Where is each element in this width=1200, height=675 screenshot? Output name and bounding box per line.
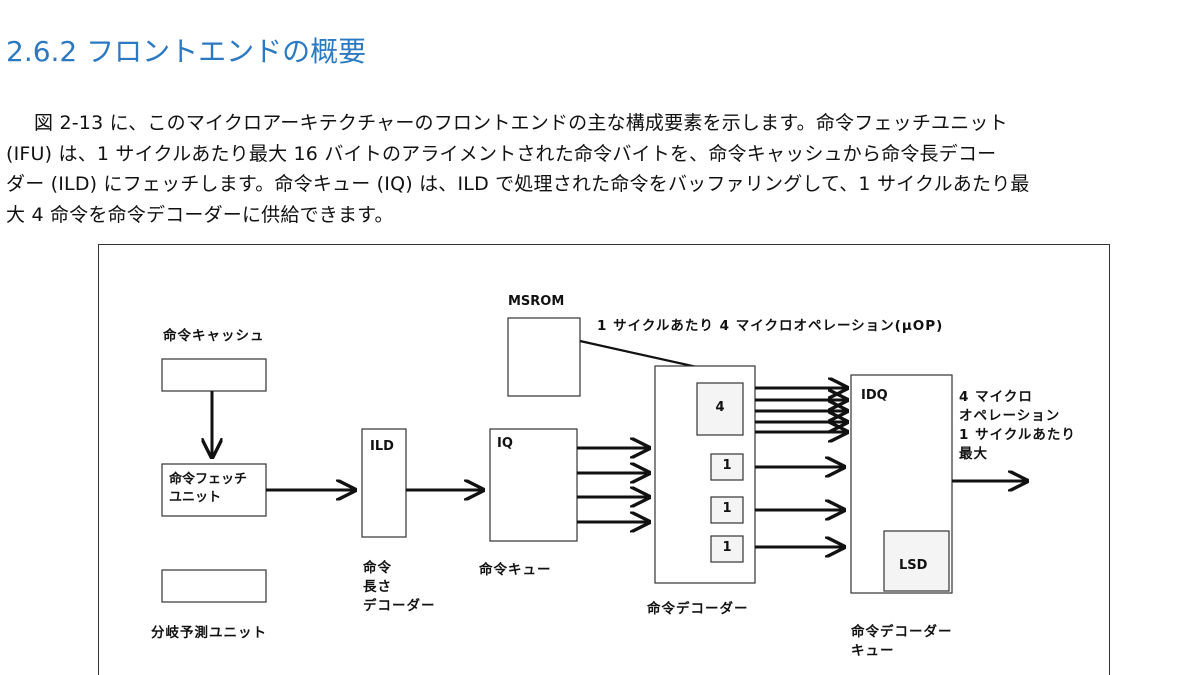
frontend-diagram: 命令キャッシュ 命令フェッチ ユニット 分岐予測ユニット ILD 命令 長さ デ… bbox=[98, 244, 1110, 675]
idq-caption: 命令デコーダー キュー bbox=[851, 624, 953, 659]
decoder-simple-value: 1 bbox=[722, 540, 732, 555]
lsd-box bbox=[883, 530, 950, 592]
ild-caption: 命令 長さ デコーダー bbox=[363, 560, 436, 614]
iq-box bbox=[489, 428, 578, 542]
decoder-simple-box bbox=[710, 496, 744, 524]
decoder-simple-value: 1 bbox=[722, 501, 732, 516]
instr-cache-box bbox=[161, 358, 267, 392]
msrom-label: MSROM bbox=[508, 294, 565, 309]
diagram-canvas bbox=[161, 317, 1111, 603]
fetch-unit-box bbox=[161, 463, 267, 517]
decoder-complex-box bbox=[696, 382, 744, 436]
body-paragraph: 図 2-13 に、このマイクロアーキテクチャーのフロントエンドの主な構成要素を示… bbox=[6, 108, 1196, 230]
decoder-simple-box bbox=[710, 535, 744, 563]
paragraph-line: 図 2-13 に、このマイクロアーキテクチャーのフロントエンドの主な構成要素を示… bbox=[34, 112, 1008, 134]
decoder-simple-value: 1 bbox=[722, 458, 732, 473]
iq-caption: 命令キュー bbox=[479, 562, 552, 578]
iq-box-label: IQ bbox=[497, 436, 513, 451]
cut-off-header-text: ‾‾‾‾‾ ‾‾ ‾‾‾ ‾‾‾‾‾‾ ‾‾‾‾‾ ‾‾‾‾‾‾‾‾‾‾‾‾‾‾… bbox=[480, 0, 910, 9]
decoder-caption: 命令デコーダー bbox=[647, 601, 749, 617]
msrom-box bbox=[507, 317, 581, 397]
ild-box bbox=[361, 428, 407, 538]
instr-cache-label: 命令キャッシュ bbox=[163, 328, 265, 344]
paragraph-line: 大 4 命令を命令デコーダーに供給できます。 bbox=[6, 203, 394, 226]
decoder-complex-value: 4 bbox=[715, 400, 725, 415]
decoder-simple-box bbox=[710, 453, 744, 481]
branch-pred-box bbox=[161, 569, 267, 603]
ild-box-label: ILD bbox=[370, 439, 394, 454]
section-title: 2.6.2 フロントエンドの概要 bbox=[6, 35, 367, 68]
lsd-box-label: LSD bbox=[899, 558, 928, 573]
paragraph-line: ダー (ILD) にフェッチします。命令キュー (IQ) は、ILD で処理され… bbox=[6, 173, 1030, 195]
uop-rate-label: 1 サイクルあたり 4 マイクロオペレーション(µOP) bbox=[597, 318, 944, 334]
output-rate-label: 4 マイクロ オペレーション 1 サイクルあたり 最大 bbox=[959, 389, 1076, 462]
idq-box-label: IDQ bbox=[861, 388, 888, 403]
branch-pred-label: 分岐予測ユニット bbox=[151, 625, 267, 641]
paragraph-line: (IFU) は、1 サイクルあたり最大 16 バイトのアライメントされた命令バイ… bbox=[6, 142, 997, 165]
fetch-unit-label: 命令フェッチ ユニット bbox=[169, 472, 248, 505]
